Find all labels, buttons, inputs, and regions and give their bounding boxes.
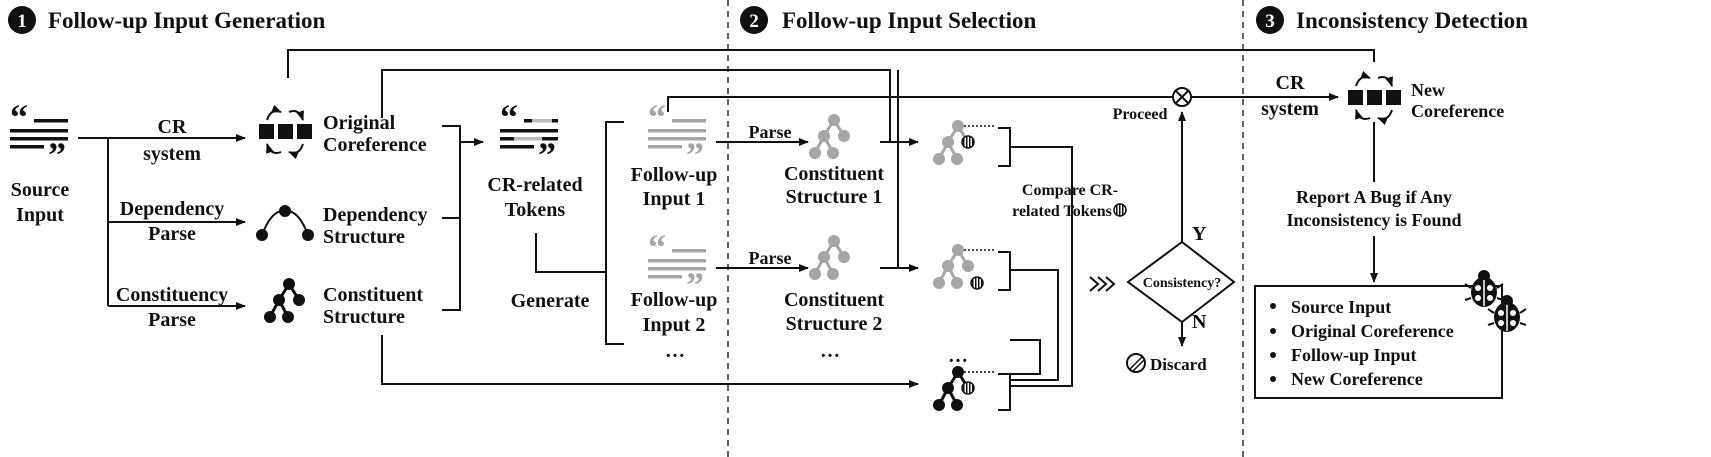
generate-connector [535,233,606,273]
cr-token-marker-icon [1113,203,1127,217]
cr-edge-label: CR [158,116,187,138]
followup-1-label: Follow-up [631,164,718,186]
dependency-structure-label: Structure [323,226,405,248]
source-label: Source [11,179,70,201]
comparison-bracket [998,373,1011,411]
chevrons-icon [1089,276,1116,292]
followup-bracket [605,121,624,345]
merge-operator-icon [1172,87,1192,107]
report-bug-label: Inconsistency is Found [1286,210,1461,230]
constituent-structure-label: Constituent [323,284,423,306]
comparison-tree-n-icon [931,364,994,413]
cr-tokens-document-icon [500,97,558,175]
coreference-cycle-icon [259,111,312,153]
section-2-title: Follow-up Input Selection [782,8,1037,33]
source-label: Input [16,204,64,226]
comparison-tree-1-icon [931,118,994,167]
no-label: N [1192,311,1207,333]
generate-label: Generate [511,290,590,312]
new-coreference-cycle-icon [1348,77,1401,119]
section-1-title: Follow-up Input Generation [48,8,326,33]
dependency-structure-label: Dependency [323,204,427,226]
constituent-ellipsis: … [820,340,840,362]
constituent-feedback-arrow [381,335,919,388]
constituent-structure-1-label: Structure 1 [786,186,883,208]
bug-report-item: New Coreference [1291,369,1423,389]
new-coreference-label: New [1411,80,1445,100]
discard-label: Discard [1150,355,1207,374]
constituency-edge-label: Parse [148,309,196,331]
comparison-ellipsis: … [948,345,968,367]
dependency-arc-icon [256,205,314,241]
constituent-structure-label: Structure [323,306,405,328]
discard-icon [1126,353,1146,373]
yes-label: Y [1192,223,1207,245]
dependency-edge-label: Parse [148,223,196,245]
comparison-lines [1010,146,1073,387]
section-3-badge [1256,6,1284,34]
bug-report-item: Source Input [1291,297,1391,317]
constituent-structure-2-label: Constituent [784,289,884,311]
constituent-tree-2-icon [807,233,852,282]
followup-feedback-line [667,96,1172,112]
dependency-edge-label: Dependency [120,198,224,220]
report-bug-label: Report A Bug if Any [1296,187,1452,207]
bug-report-box [1254,285,1503,399]
section-3-number: 3 [1265,11,1275,32]
parse-label: Parse [749,122,792,142]
cr-system-label: CR [1276,72,1305,94]
cr-tokens-feedback-line [381,69,891,142]
parse-label: Parse [749,248,792,268]
section-2-number: 2 [749,11,759,32]
constituent-tree-icon [262,276,307,325]
proceed-label: Proceed [1113,106,1168,123]
cr-system-label: system [1261,98,1319,120]
original-coreference-label: Coreference [323,134,427,156]
cr-tokens-label: Tokens [505,199,566,221]
constituency-edge-label: Constituency [116,284,228,306]
cr-tokens-label: CR-related [487,174,582,196]
bug-report-item: Original Coreference [1291,321,1454,341]
section-3-title: Inconsistency Detection [1296,8,1528,33]
comparison-tree-2-icon [931,242,994,291]
constituent-tree-1-icon [807,112,852,161]
comparison-bracket [998,251,1011,291]
followup-2-label: Input 2 [643,314,706,336]
compare-tokens-label: related Tokens [1012,203,1112,220]
followup-1-label: Input 1 [643,188,706,210]
section-1-badge [8,6,36,34]
constituent-structure-2-label: Structure 2 [786,313,883,335]
new-coreference-label: Coreference [1411,101,1504,121]
source-document-icon [10,97,68,175]
original-coreference-label: Original [323,112,396,134]
bug-report-list: Source Input Original Coreference Follow… [1270,297,1454,389]
comparison-bracket [998,127,1011,167]
followup-ellipsis: … [665,340,685,362]
constituent-structure-1-label: Constituent [784,163,884,185]
section-1-number: 1 [17,11,27,32]
cr-edge-label: system [143,143,201,165]
bug-report-item: Follow-up Input [1291,345,1417,365]
compare-tokens-label: Compare CR- [1022,182,1118,199]
consistency-decision-label: Consistency? [1143,276,1222,291]
followup-2-label: Follow-up [631,289,718,311]
original-coreference-feedback-line [287,49,1375,78]
section-2-badge [740,6,768,34]
